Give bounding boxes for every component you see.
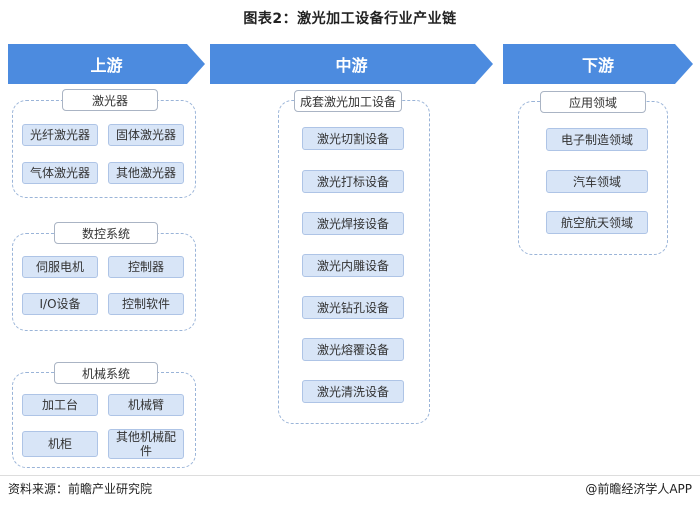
box-fiber-laser: 光纤激光器 — [22, 124, 98, 146]
stage-arrow-downstream: 下游 — [503, 44, 693, 84]
box-robot-arm: 机械臂 — [108, 394, 184, 416]
box-laser-engraving: 激光内雕设备 — [302, 254, 404, 277]
box-laser-cleaning: 激光清洗设备 — [302, 380, 404, 403]
group-label-mechanical: 机械系统 — [54, 362, 158, 384]
box-solid-laser: 固体激光器 — [108, 124, 184, 146]
chart-title: 图表2：激光加工设备行业产业链 — [243, 11, 457, 27]
brand-note: @前瞻经济学人APP — [585, 482, 692, 496]
box-controller: 控制器 — [108, 256, 184, 278]
box-other-mechanical: 其他机械配件 — [108, 429, 184, 459]
stage-arrow-midstream: 中游 — [210, 44, 493, 84]
box-work-table: 加工台 — [22, 394, 98, 416]
group-label-midstream: 成套激光加工设备 — [294, 90, 402, 112]
box-cabinet: 机柜 — [22, 431, 98, 457]
box-electronics: 电子制造领域 — [546, 128, 648, 151]
box-gas-laser: 气体激光器 — [22, 162, 98, 184]
box-laser-marking: 激光打标设备 — [302, 170, 404, 193]
box-control-software: 控制软件 — [108, 293, 184, 315]
group-label-lasers: 激光器 — [62, 89, 158, 111]
box-aerospace: 航空航天领域 — [546, 211, 648, 234]
box-laser-drilling: 激光钻孔设备 — [302, 296, 404, 319]
box-other-laser: 其他激光器 — [108, 162, 184, 184]
box-automotive: 汽车领域 — [546, 170, 648, 193]
group-label-downstream: 应用领域 — [540, 91, 646, 113]
stage-arrow-upstream: 上游 — [8, 44, 205, 84]
box-laser-welding: 激光焊接设备 — [302, 212, 404, 235]
box-laser-cladding: 激光熔覆设备 — [302, 338, 404, 361]
source-note: 资料来源：前瞻产业研究院 — [8, 482, 153, 496]
box-servo-motor: 伺服电机 — [22, 256, 98, 278]
box-laser-cutting: 激光切割设备 — [302, 127, 404, 150]
footer-divider — [0, 475, 700, 476]
group-label-cnc: 数控系统 — [54, 222, 158, 244]
box-io-device: I/O设备 — [22, 293, 98, 315]
group-cnc — [12, 233, 196, 331]
